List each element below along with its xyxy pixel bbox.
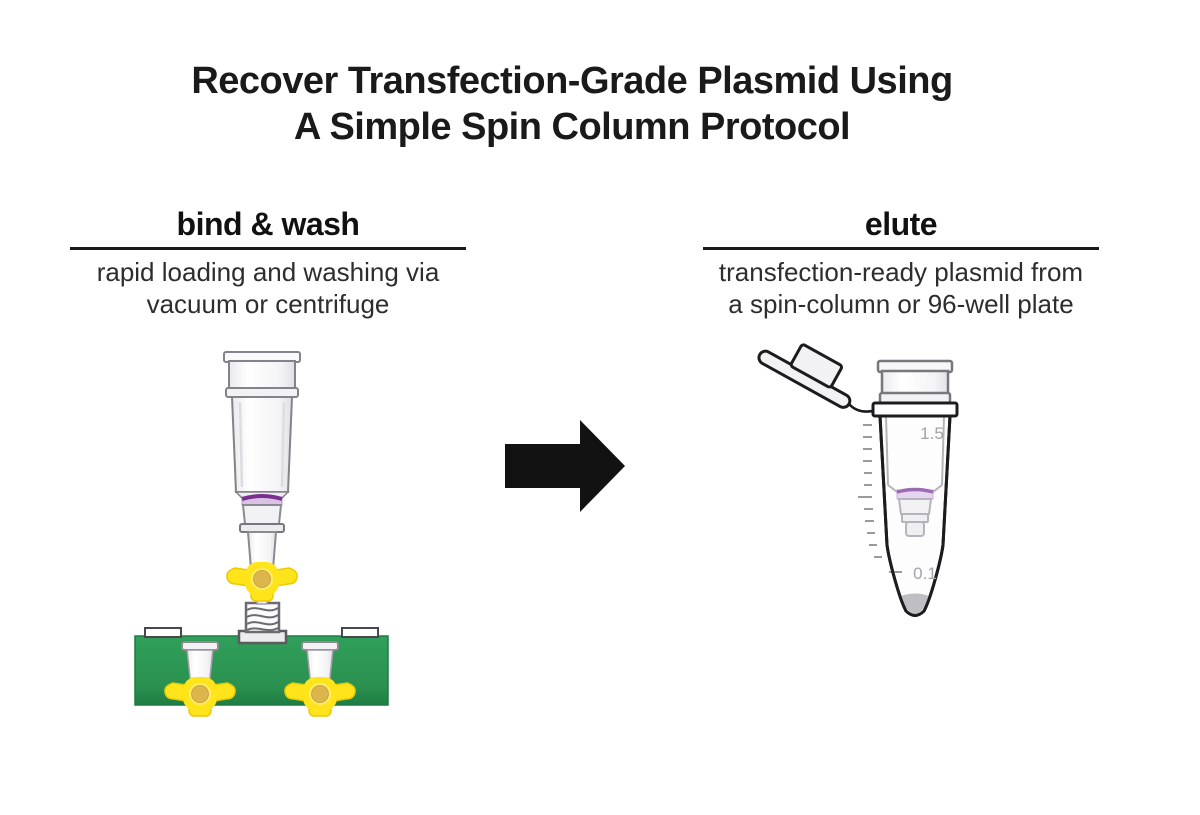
- step-elute: elute transfection-ready plasmid from a …: [703, 204, 1099, 320]
- inserted-spin-column-lower: [885, 415, 945, 537]
- step-bind-wash-desc-line2: vacuum or centrifuge: [146, 289, 390, 319]
- vacuum-manifold: [134, 627, 389, 716]
- tube-lid: [757, 343, 852, 409]
- step-bind-wash: bind & wash rapid loading and washing vi…: [70, 204, 466, 320]
- step-bind-wash-heading: bind & wash: [176, 206, 360, 242]
- microcentrifuge-tube-with-spin-column-icon: 1.5 0.1: [757, 343, 959, 617]
- page-title-line1: Recover Transfection-Grade Plasmid Using: [191, 60, 953, 102]
- arrow-shape: [505, 420, 625, 512]
- step-elute-desc-line2: a spin-column or 96-well plate: [728, 289, 1074, 319]
- membrane-ring-edge: [896, 487, 934, 494]
- spin-column-on-vacuum-manifold-icon: [134, 351, 389, 720]
- stopcock-valve-icon: [226, 561, 298, 602]
- spin-column-lower-flange: [239, 523, 285, 533]
- tube-lid-plug: [789, 343, 843, 389]
- manifold-port-cap-left: [144, 627, 182, 638]
- membrane-housing: [241, 504, 283, 525]
- step-bind-wash-desc-line1: rapid loading and washing via: [96, 257, 440, 287]
- spin-column-collar: [228, 360, 296, 390]
- step-elute-divider: [703, 247, 1099, 250]
- eluate-liquid: [901, 593, 929, 616]
- tube-outline: [878, 414, 952, 617]
- step-elute-desc-line1: transfection-ready plasmid from: [718, 257, 1084, 287]
- manifold-port-cap-right: [341, 627, 379, 638]
- step-elute-heading: elute: [864, 206, 938, 242]
- inserted-spin-column-top: [876, 359, 954, 405]
- step-bind-wash-description: rapid loading and washing via vacuum or …: [70, 256, 466, 320]
- right-arrow-icon: [505, 420, 625, 512]
- membrane-ring-edge: [241, 494, 283, 501]
- threaded-adapter: [237, 601, 288, 645]
- volume-label-0-1: 0.1: [913, 564, 937, 583]
- step-elute-description: transfection-ready plasmid from a spin-c…: [703, 256, 1099, 320]
- spin-column: [223, 351, 301, 570]
- tube-graduations: [858, 424, 902, 573]
- membrane-housing: [897, 498, 933, 515]
- page-title: Recover Transfection-Grade Plasmid Using…: [0, 58, 1144, 150]
- column-tip-end: [905, 521, 925, 537]
- step-bind-wash-divider: [70, 247, 466, 250]
- spin-column-collar-rim: [225, 387, 299, 398]
- column-tip-step: [901, 513, 929, 523]
- tube-flange: [871, 401, 959, 418]
- volume-label-1-5: 1.5: [920, 424, 944, 443]
- page-title-line2: A Simple Spin Column Protocol: [293, 106, 851, 148]
